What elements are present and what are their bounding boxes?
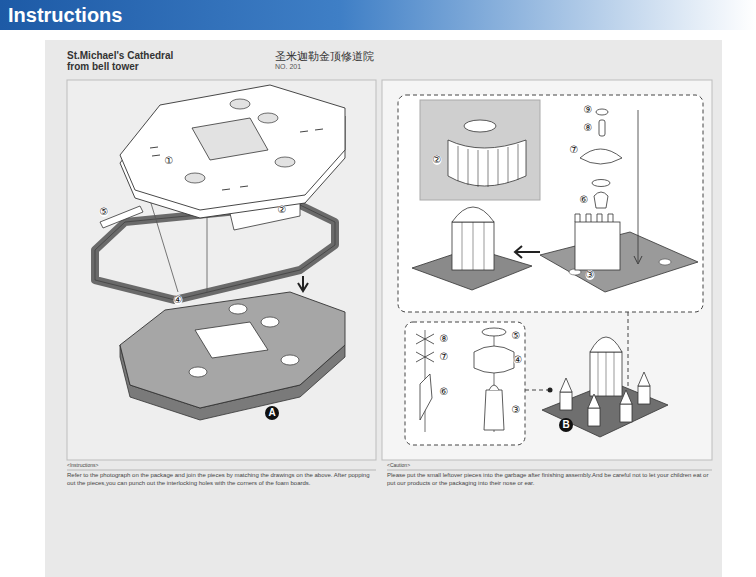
rule [67,470,376,471]
callout-number: ③ [586,270,595,280]
frame-edge [95,205,335,300]
roof-hole [258,113,278,123]
tower [575,222,620,270]
ring-piece [464,120,496,132]
model-label: NO. 201 [275,63,301,70]
frame-piece [95,205,335,300]
leader-dot [548,388,553,393]
callout-number: ⑦ [440,352,449,362]
callout-number: ⑨ [584,105,593,115]
right-panel [382,80,712,460]
rule [387,470,712,471]
roof-hole [230,99,250,109]
roof-hole [192,118,268,160]
note-heading: <Instructions> [67,462,376,469]
header-bar [0,0,756,30]
callout-number: ⑦ [570,145,579,155]
callout-number: ⑤ [100,207,109,217]
plate-hole [659,259,671,265]
sheet [45,40,722,577]
roof-hole [275,157,295,167]
callout-number: ② [433,155,442,165]
base-hole [281,355,299,365]
tower-cap [489,385,499,390]
crown-piece [448,140,526,186]
note-text: Please put the small leftover pieces int… [387,471,712,487]
callout-number: ④ [514,355,523,365]
base-hole [261,317,279,327]
vase-piece [594,192,608,208]
ring-piece [596,109,608,115]
tower [590,352,622,396]
small-piece [100,206,143,228]
roof-slots [150,129,323,190]
base-hole [189,367,207,377]
callout-number: ⑥ [440,387,449,397]
model-name: St.Michael's Cathedral from bell tower [67,50,197,72]
base-hole [195,322,268,358]
ring-piece [482,328,506,336]
step-badge: B [559,418,573,432]
dashed-leader [628,312,629,390]
callout-number: ④ [174,295,183,305]
dashed-box [398,95,703,312]
small-towers [560,372,650,426]
base-hole [229,304,247,314]
guide-line [638,110,639,262]
dashed-box [405,322,525,445]
arrow-left [515,246,540,258]
guide-arrow [634,256,642,264]
cross-piece [416,352,434,362]
page-title: Instructions [8,4,122,27]
note-heading: <Caution> [387,462,712,469]
fan-piece [580,149,622,164]
callout-number: ⑤ [512,331,521,341]
left-panel [67,80,376,460]
guide-line [150,200,178,292]
callout-number: ⑧ [440,334,449,344]
callout-number: ② [278,205,287,215]
arrow-down [302,276,304,290]
note-text: Refer to the photograph on the package a… [67,471,376,487]
base-plate [120,292,345,408]
disc-piece [592,180,610,187]
tower-lines [598,352,614,396]
callout-number: ③ [512,405,521,415]
guide-line [207,212,208,292]
note-block: <Caution> Please put the small leftover p… [387,462,712,489]
crown-teeth [458,144,518,187]
spire-piece [420,374,432,420]
tower-dome [452,207,494,222]
crown-piece [474,346,514,373]
inset-box [420,100,540,200]
roof-hole [185,173,205,183]
model-label: 圣米迦勒金顶修道院 [275,49,374,64]
tower [452,222,494,270]
tower-lines [462,222,484,270]
cross-piece [416,334,434,344]
note-block: <Instructions> Refer to the photograph on… [67,462,376,489]
callout-number: ① [165,156,174,166]
callout-number: ⑥ [580,195,589,205]
roof-plate [120,85,345,210]
step-badge: A [265,406,279,420]
callout-number: ⑧ [584,123,593,133]
dashed-leader [525,390,548,391]
tower-piece [484,390,504,430]
pin-piece [599,120,605,136]
tower-dome [590,337,622,352]
crenels [575,214,613,222]
